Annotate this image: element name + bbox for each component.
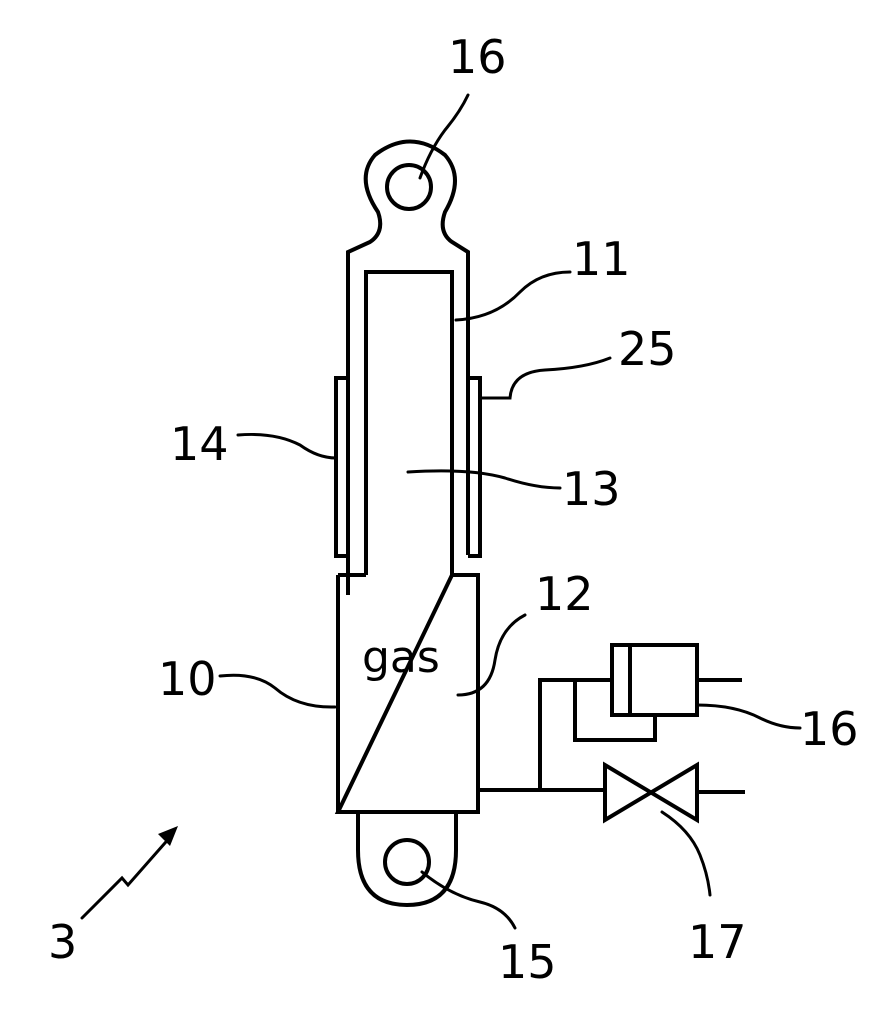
top-eye-hole	[387, 165, 431, 209]
label-12: 12	[535, 567, 594, 621]
leader-13	[408, 471, 560, 488]
label-gas: gas	[362, 632, 440, 683]
label-16-accumulator: 16	[800, 702, 859, 756]
leader-16-accumulator	[697, 705, 800, 728]
assembly-arrow-line	[82, 835, 172, 918]
label-11: 11	[572, 232, 631, 286]
leader-16-top	[420, 95, 468, 178]
label-13: 13	[562, 462, 621, 516]
label-16-top: 16	[448, 30, 507, 84]
leader-11	[456, 272, 570, 320]
leader-12	[458, 615, 525, 695]
label-25: 25	[618, 322, 677, 376]
valve-symbol	[605, 765, 697, 820]
leader-14	[238, 434, 336, 458]
bottom-eye-hole	[385, 840, 429, 884]
leader-25	[482, 358, 610, 398]
label-17: 17	[688, 915, 747, 969]
label-15: 15	[498, 935, 557, 989]
accumulator-loop	[575, 680, 655, 740]
cylinder-body	[338, 575, 478, 812]
leader-17	[662, 812, 710, 895]
label-14: 14	[170, 417, 229, 471]
leader-10	[220, 675, 335, 707]
assembly-arrowhead	[158, 826, 178, 846]
piston-rod	[366, 272, 452, 575]
accumulator-outer	[612, 645, 697, 715]
label-10: 10	[158, 652, 217, 706]
label-3: 3	[48, 915, 77, 969]
bottom-mounting-eye	[358, 812, 456, 905]
